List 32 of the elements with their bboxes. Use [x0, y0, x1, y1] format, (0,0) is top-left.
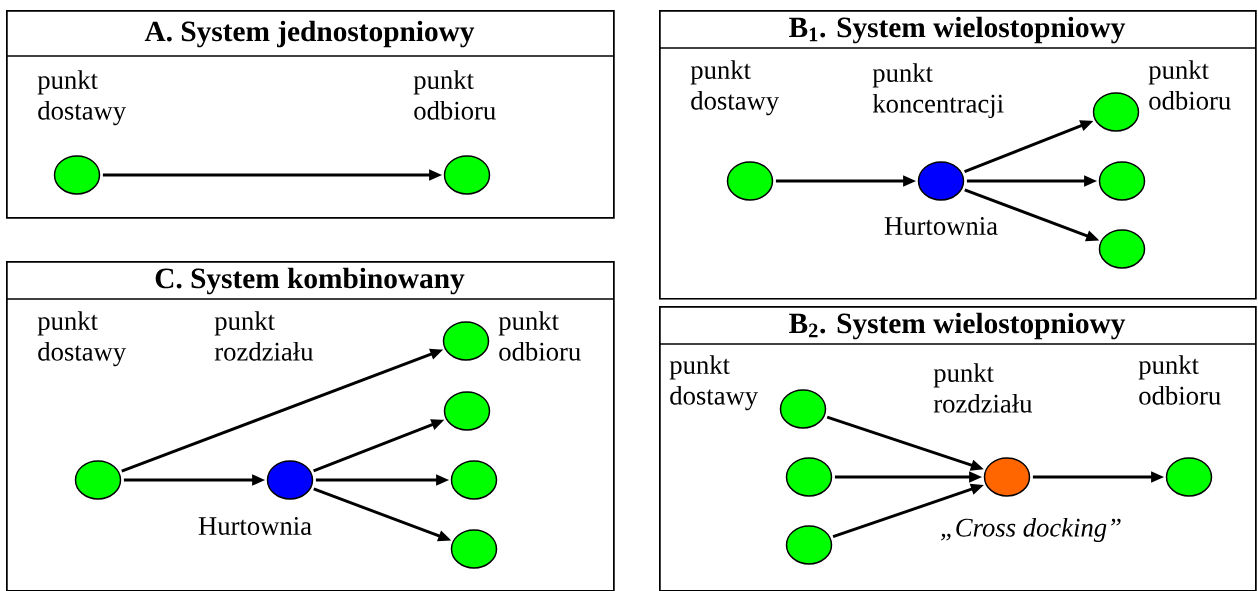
node-caption: Hurtownia — [884, 217, 998, 235]
node-ellipse — [917, 161, 965, 201]
node-ellipse — [53, 155, 101, 195]
point-label: punkt rozdziału — [933, 363, 1033, 413]
node-ellipse — [74, 460, 122, 500]
point-label: punkt odbioru — [1138, 355, 1221, 405]
node-ellipse — [1098, 161, 1146, 201]
node-ellipse — [785, 457, 833, 497]
node-ellipse — [450, 460, 498, 500]
node-ellipse — [443, 155, 491, 195]
point-label: punkt rozdziału — [214, 311, 314, 361]
node-ellipse — [785, 525, 833, 565]
point-label: punkt dostawy — [669, 355, 759, 411]
point-label: punkt dostawy — [690, 60, 780, 116]
node-ellipse — [983, 457, 1031, 497]
node-ellipse — [779, 389, 827, 429]
node-ellipse — [1165, 457, 1213, 497]
point-label: punkt koncentracji — [872, 63, 1004, 119]
point-label: punkt odbioru — [413, 70, 496, 120]
node-ellipse — [442, 321, 490, 361]
node-ellipse — [266, 460, 314, 500]
node-ellipse — [443, 391, 491, 431]
node-ellipse — [1092, 92, 1140, 132]
point-label: punkt dostawy — [37, 311, 127, 367]
node-ellipse — [1098, 229, 1146, 269]
node-ellipse — [450, 529, 498, 569]
point-label: punkt odbioru — [1148, 60, 1231, 110]
point-label: punkt odbioru — [498, 311, 581, 361]
node-ellipse — [726, 161, 774, 201]
point-label: punkt dostawy — [37, 70, 127, 126]
node-caption: Hurtownia — [198, 517, 312, 535]
node-caption: „Cross docking” — [941, 517, 1121, 543]
